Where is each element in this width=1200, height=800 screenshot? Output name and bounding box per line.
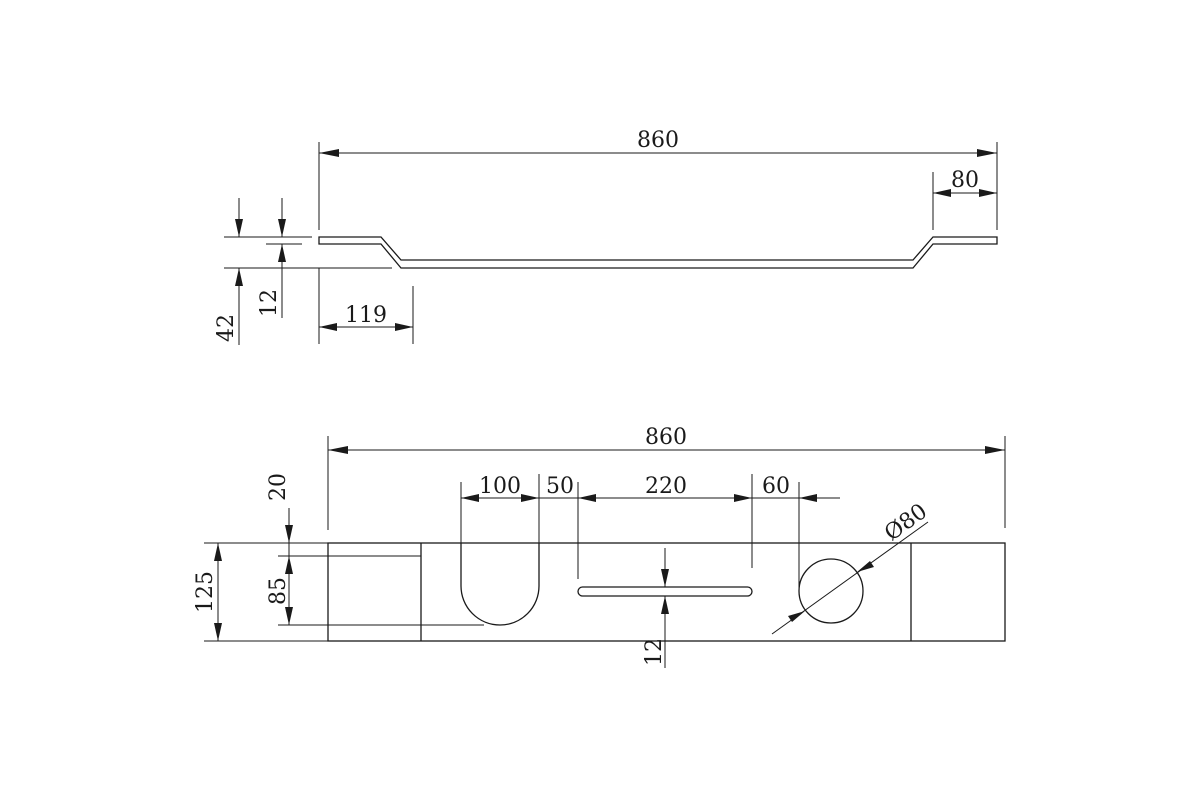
- side-dim-overall-length: 860: [318, 128, 998, 230]
- plan-dim-gap-to-hole: 60: [752, 474, 840, 588]
- side-offset-height-label: 42: [214, 314, 239, 342]
- round-hole: [798, 558, 864, 624]
- long-slot: [577, 586, 753, 597]
- side-end-flat-label: 80: [951, 168, 979, 193]
- plan-dim-long-slot-length: 220: [578, 474, 753, 568]
- plan-slot-depth-label: 85: [266, 577, 291, 605]
- plan-top-offset-label: 20: [266, 473, 291, 501]
- plan-dim-gap-to-slot: 50: [539, 474, 579, 579]
- side-bend-start-label: 119: [345, 303, 387, 328]
- plan-long-slot-width-label: 12: [642, 638, 667, 666]
- side-profile-outline: [318, 236, 998, 269]
- side-dim-thickness: 12: [257, 198, 302, 318]
- plan-hole-diameter-label: Ø80: [880, 499, 932, 546]
- side-dim-offset-height: 42: [214, 198, 392, 345]
- side-thickness-label: 12: [257, 289, 282, 317]
- u-notch: [460, 543, 540, 626]
- plan-view: 860 100 50 220: [193, 425, 1006, 668]
- plan-gap-to-slot-label: 50: [546, 474, 574, 499]
- plan-dim-long-slot-width: 12: [642, 548, 669, 668]
- plan-overall-length-label: 860: [645, 425, 687, 450]
- plan-outline: [327, 542, 1006, 642]
- side-dim-bend-start: 119: [318, 268, 414, 344]
- side-overall-length-label: 860: [637, 128, 679, 153]
- plan-dim-top-offset: 20: [266, 473, 421, 557]
- plan-dim-width: 125: [193, 542, 328, 642]
- plan-slot-width-label: 100: [479, 474, 521, 499]
- plan-long-slot-length-label: 220: [645, 474, 687, 499]
- plan-dim-slot-width: 100: [460, 474, 540, 543]
- side-view: 860 80 119 12: [214, 128, 998, 345]
- side-dim-end-flat: 80: [932, 168, 997, 230]
- plan-dim-overall-length: 860: [327, 425, 1006, 530]
- plan-gap-to-hole-label: 60: [762, 474, 790, 499]
- plan-width-label: 125: [193, 571, 218, 613]
- plan-dim-slot-depth: 85: [266, 543, 484, 626]
